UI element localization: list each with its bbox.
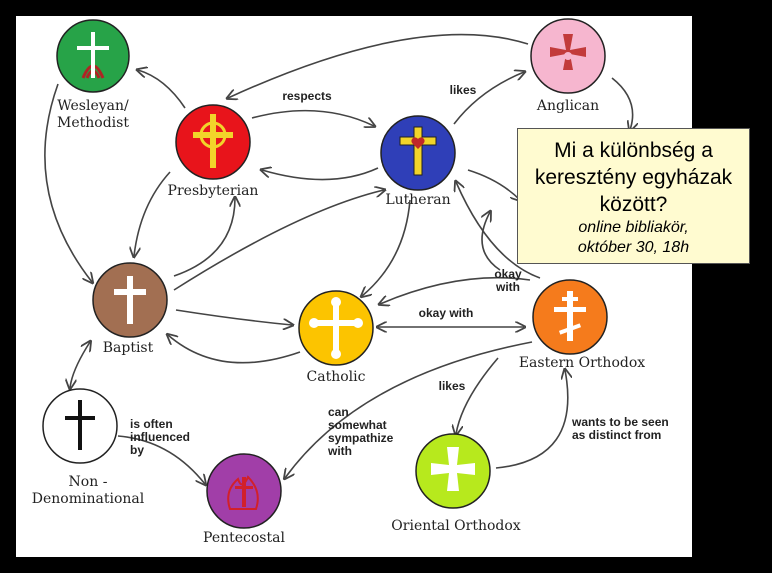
celtic-cross-icon [193, 114, 233, 168]
node-pentecostal [206, 453, 282, 529]
arrow-orthodox-sympathize-pentecostal [285, 341, 533, 478]
node-orthodox [532, 279, 608, 355]
edge-label-influenced: by [130, 443, 144, 457]
callout-title: Mi a különbség a keresztény egyházak köz… [534, 139, 733, 216]
node-label-nondenom: Denominational [32, 491, 145, 507]
node-label-methodist: Wesleyan/ [57, 98, 129, 114]
arrow-baptist-to-lutheran [173, 190, 384, 291]
node-label-methodist: Methodist [57, 115, 129, 131]
arrow-anglican-to-orthodox [482, 212, 501, 271]
callout-date: október 30, 18h [577, 239, 690, 256]
edge-label-sympathize: sympathize [328, 431, 394, 445]
cross-flame-icon [77, 32, 109, 79]
arrow-orthodox-likes-oriental [456, 357, 499, 434]
node-label-nondenom: Non - [69, 474, 108, 490]
anglican-cross-icon [550, 34, 586, 70]
node-label-lutheran: Lutheran [385, 192, 450, 208]
arrow-baptist-to-presbyterian [173, 198, 235, 277]
node-oriental [415, 433, 491, 509]
node-catholic [298, 290, 374, 366]
edge-label-okay-with-orthodox: okay [494, 267, 522, 281]
oriental-cross-icon [431, 447, 475, 491]
arrow-lutheran-to-presbyterian [262, 168, 379, 181]
edge-label-distinct: as distinct from [572, 428, 661, 442]
edge-label-influenced: is often [130, 417, 173, 431]
edge-label-influenced: influenced [130, 430, 190, 444]
edge-label-sympathize: can [328, 405, 349, 419]
orthodox-cross-icon [554, 291, 586, 341]
node-label-anglican: Anglican [536, 98, 599, 114]
arrow-lutheran-likes-anglican [453, 72, 524, 125]
node-label-orthodox: Eastern Orthodox [519, 355, 645, 371]
arrow-nondenominational-influenced-by-pentecostal [117, 435, 205, 484]
black-cross-icon [65, 400, 95, 450]
arrow-oriental-distinct-from-orthodox [495, 370, 568, 469]
node-label-baptist: Baptist [103, 340, 154, 356]
arrow-methodist-to-baptist [44, 83, 92, 282]
edge-label-likes-anglican: likes [450, 83, 477, 97]
node-label-catholic: Catholic [307, 369, 366, 385]
node-label-pentecostal: Pentecostal [203, 530, 285, 546]
node-presbyterian [175, 104, 251, 180]
arrow-presbyterian-to-baptist [134, 171, 171, 256]
node-baptist [92, 262, 168, 338]
arrow-baptist-to-nondenominational [70, 342, 90, 388]
edge-label-respects: respects [282, 89, 332, 103]
edge-label-okay-with-catholic: okay with [419, 306, 474, 320]
luther-cross-icon [399, 126, 437, 176]
arrow-lutheran-to-catholic [362, 199, 411, 296]
flame-cross-icon [227, 475, 259, 510]
arrow-baptist-to-catholic [175, 309, 292, 325]
arrows [44, 33, 633, 484]
arrow-orthodox-to-catholic [380, 276, 531, 304]
edge-label-sympathize: with [327, 444, 352, 458]
edge-label-sympathize: somewhat [328, 418, 387, 432]
arrow-lutheran-to-right [467, 169, 520, 200]
node-label-presbyterian: Presbyterian [168, 183, 259, 199]
arrow-orthodox-to-lutheran [456, 182, 541, 279]
node-anglican [530, 18, 606, 94]
plain-cross-icon [114, 276, 146, 324]
callout-subtitle: online bibliakör, [578, 219, 689, 236]
node-label-oriental: Oriental Orthodox [391, 518, 520, 534]
arrow-presbyterian-respects-lutheran [251, 109, 374, 126]
node-methodist [56, 19, 130, 93]
node-lutheran [380, 115, 456, 191]
arrow-presbyterian-to-methodist [138, 70, 186, 109]
edge-label-likes-oriental: likes [439, 379, 466, 393]
edge-label-distinct: wants to be seen [571, 415, 669, 429]
arrow-anglican-right-side [611, 77, 633, 130]
budded-cross-icon [309, 297, 363, 359]
arrow-anglican-to-presbyterian [228, 33, 529, 98]
arrow-catholic-to-baptist [168, 335, 301, 364]
edge-label-okay-with-orthodox: with [495, 280, 520, 294]
node-nondenom [42, 388, 118, 464]
event-callout: Mi a különbség a keresztény egyházak köz… [517, 128, 750, 264]
